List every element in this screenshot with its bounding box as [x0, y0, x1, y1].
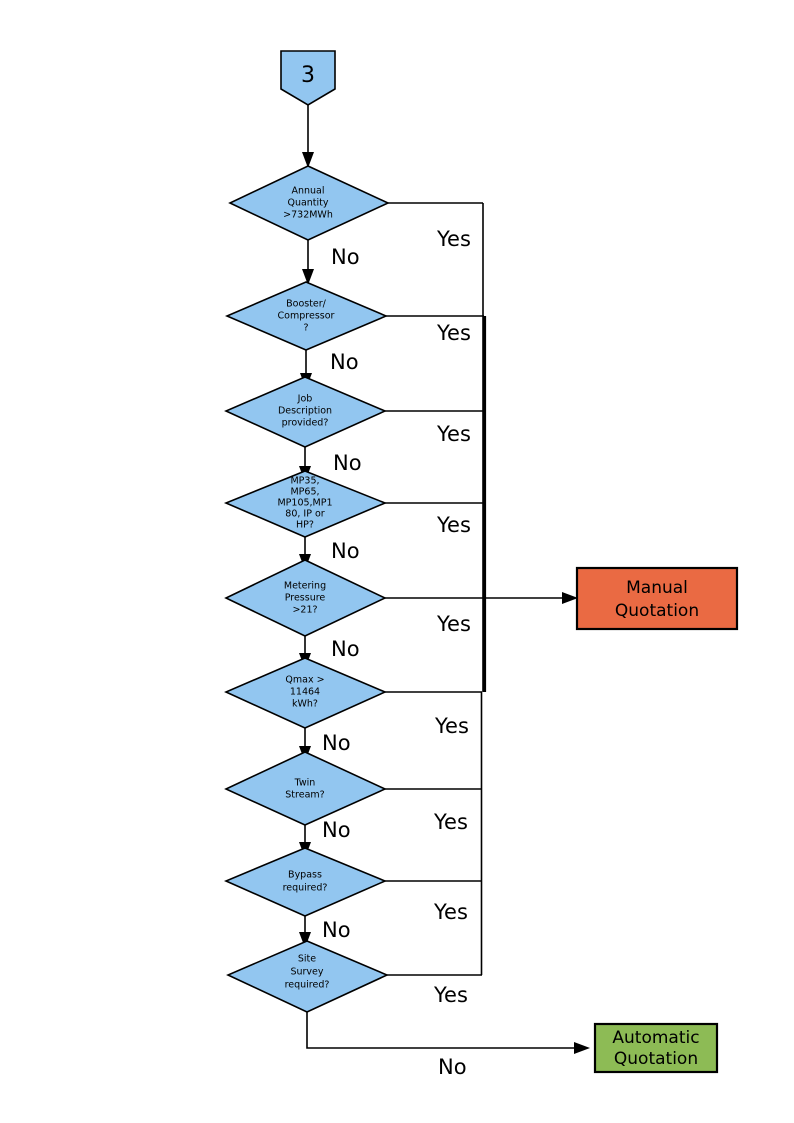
decision-qmax[interactable]: Qmax > 11464 kWh? [224, 657, 387, 729]
decision-twin-stream-line-1: Stream? [285, 790, 324, 801]
terminal-manual-quotation-line-0: Manual [626, 578, 688, 598]
label-twin-stream-yes: Yes [433, 810, 468, 834]
arrow-into-site-survey [299, 932, 311, 948]
label-qmax-no: No [322, 731, 351, 755]
label-job-description-no: No [333, 451, 362, 475]
decision-booster-compressor-line-2: ? [303, 323, 308, 334]
terminal-automatic-quotation-box [593, 1022, 719, 1074]
label-site-survey-yes: Yes [433, 983, 468, 1007]
decision-site-survey-line-1: Survey [290, 967, 323, 978]
label-annual-quantity-no: No [331, 245, 360, 269]
label-pressure-tier-yes: Yes [436, 513, 471, 537]
decision-metering-pressure-line-2: >21? [292, 605, 317, 616]
label-metering-pressure-yes: Yes [436, 612, 471, 636]
start-pentagon-shape [280, 50, 336, 106]
label-pressure-tier-no: No [331, 539, 360, 563]
decision-twin-stream[interactable]: Twin Stream? [224, 751, 387, 826]
start-connector-label: 3 [301, 63, 315, 88]
decision-site-survey-line-2: required? [285, 980, 330, 991]
label-job-description-yes: Yes [436, 422, 471, 446]
decision-pressure-tier-line-1: MP65, [290, 487, 319, 498]
terminal-manual-quotation-box [575, 566, 739, 631]
decision-job-description-line-1: Description [278, 406, 332, 417]
decision-booster-compressor-line-0: Booster/ [286, 299, 327, 310]
label-qmax-yes: Yes [434, 714, 469, 738]
decision-pressure-tier-line-2: MP105,MP1 [277, 498, 332, 509]
start-connector-3[interactable]: 3 [280, 50, 336, 106]
decision-booster-compressor-line-1: Compressor [278, 311, 335, 322]
yes-bus-group [480, 203, 487, 975]
decision-job-description-line-0: Job [297, 394, 313, 405]
decision-metering-pressure[interactable]: Metering Pressure >21? [224, 559, 387, 637]
decision-annual-quantity-line-1: Quantity [287, 198, 328, 209]
decision-job-description-line-2: provided? [282, 418, 329, 429]
decision-bypass[interactable]: Bypass required? [223, 847, 388, 917]
label-final-no: No [438, 1055, 467, 1079]
arrow-into-manual-quotation [562, 592, 578, 604]
decision-job-description[interactable]: Job Description provided? [224, 376, 387, 448]
decision-booster-compressor[interactable]: Booster/ Compressor ? [224, 281, 389, 351]
terminal-automatic-quotation[interactable]: Automatic Quotation [593, 1022, 719, 1074]
decision-twin-stream-shape [224, 751, 387, 826]
decision-site-survey[interactable]: Site Survey required? [226, 940, 389, 1013]
label-booster-compressor-yes: Yes [436, 321, 471, 345]
decision-metering-pressure-line-1: Pressure [285, 593, 326, 604]
decision-annual-quantity-line-2: >732MWh [283, 210, 333, 221]
decision-bypass-line-0: Bypass [288, 870, 322, 881]
label-twin-stream-no: No [322, 818, 351, 842]
connector-site-survey-no-to-automatic-quotation [306, 1012, 580, 1049]
decision-qmax-line-2: kWh? [292, 699, 318, 710]
label-metering-pressure-no: No [331, 637, 360, 661]
decision-metering-pressure-line-0: Metering [284, 581, 326, 592]
decision-pressure-tier[interactable]: MP35, MP65, MP105,MP1 80, IP or HP? [223, 470, 388, 538]
decision-annual-quantity[interactable]: Annual Quantity >732MWh [228, 165, 390, 241]
label-bypass-yes: Yes [433, 900, 468, 924]
terminal-automatic-quotation-line-1: Quotation [614, 1049, 698, 1069]
decision-pressure-tier-line-4: HP? [296, 520, 314, 531]
decision-twin-stream-line-0: Twin [294, 778, 316, 789]
decision-pressure-tier-line-0: MP35, [290, 476, 319, 487]
decision-annual-quantity-line-0: Annual [291, 186, 324, 197]
arrow-into-booster-compressor [302, 269, 314, 285]
decision-pressure-tier-line-3: 80, IP or [285, 509, 324, 520]
decision-qmax-line-0: Qmax > [285, 675, 324, 686]
label-booster-compressor-no: No [330, 350, 359, 374]
decision-qmax-line-1: 11464 [290, 687, 320, 698]
arrow-into-automatic-quotation [574, 1042, 590, 1054]
arrow-into-annual-quantity [302, 152, 314, 168]
terminal-automatic-quotation-line-0: Automatic [612, 1028, 699, 1048]
label-bypass-no: No [322, 918, 351, 942]
label-annual-quantity-yes: Yes [436, 227, 471, 251]
terminal-manual-quotation-line-1: Quotation [615, 601, 699, 621]
decision-bypass-line-1: required? [283, 883, 328, 894]
decision-site-survey-line-0: Site [298, 954, 316, 965]
terminal-manual-quotation[interactable]: Manual Quotation [575, 566, 739, 631]
